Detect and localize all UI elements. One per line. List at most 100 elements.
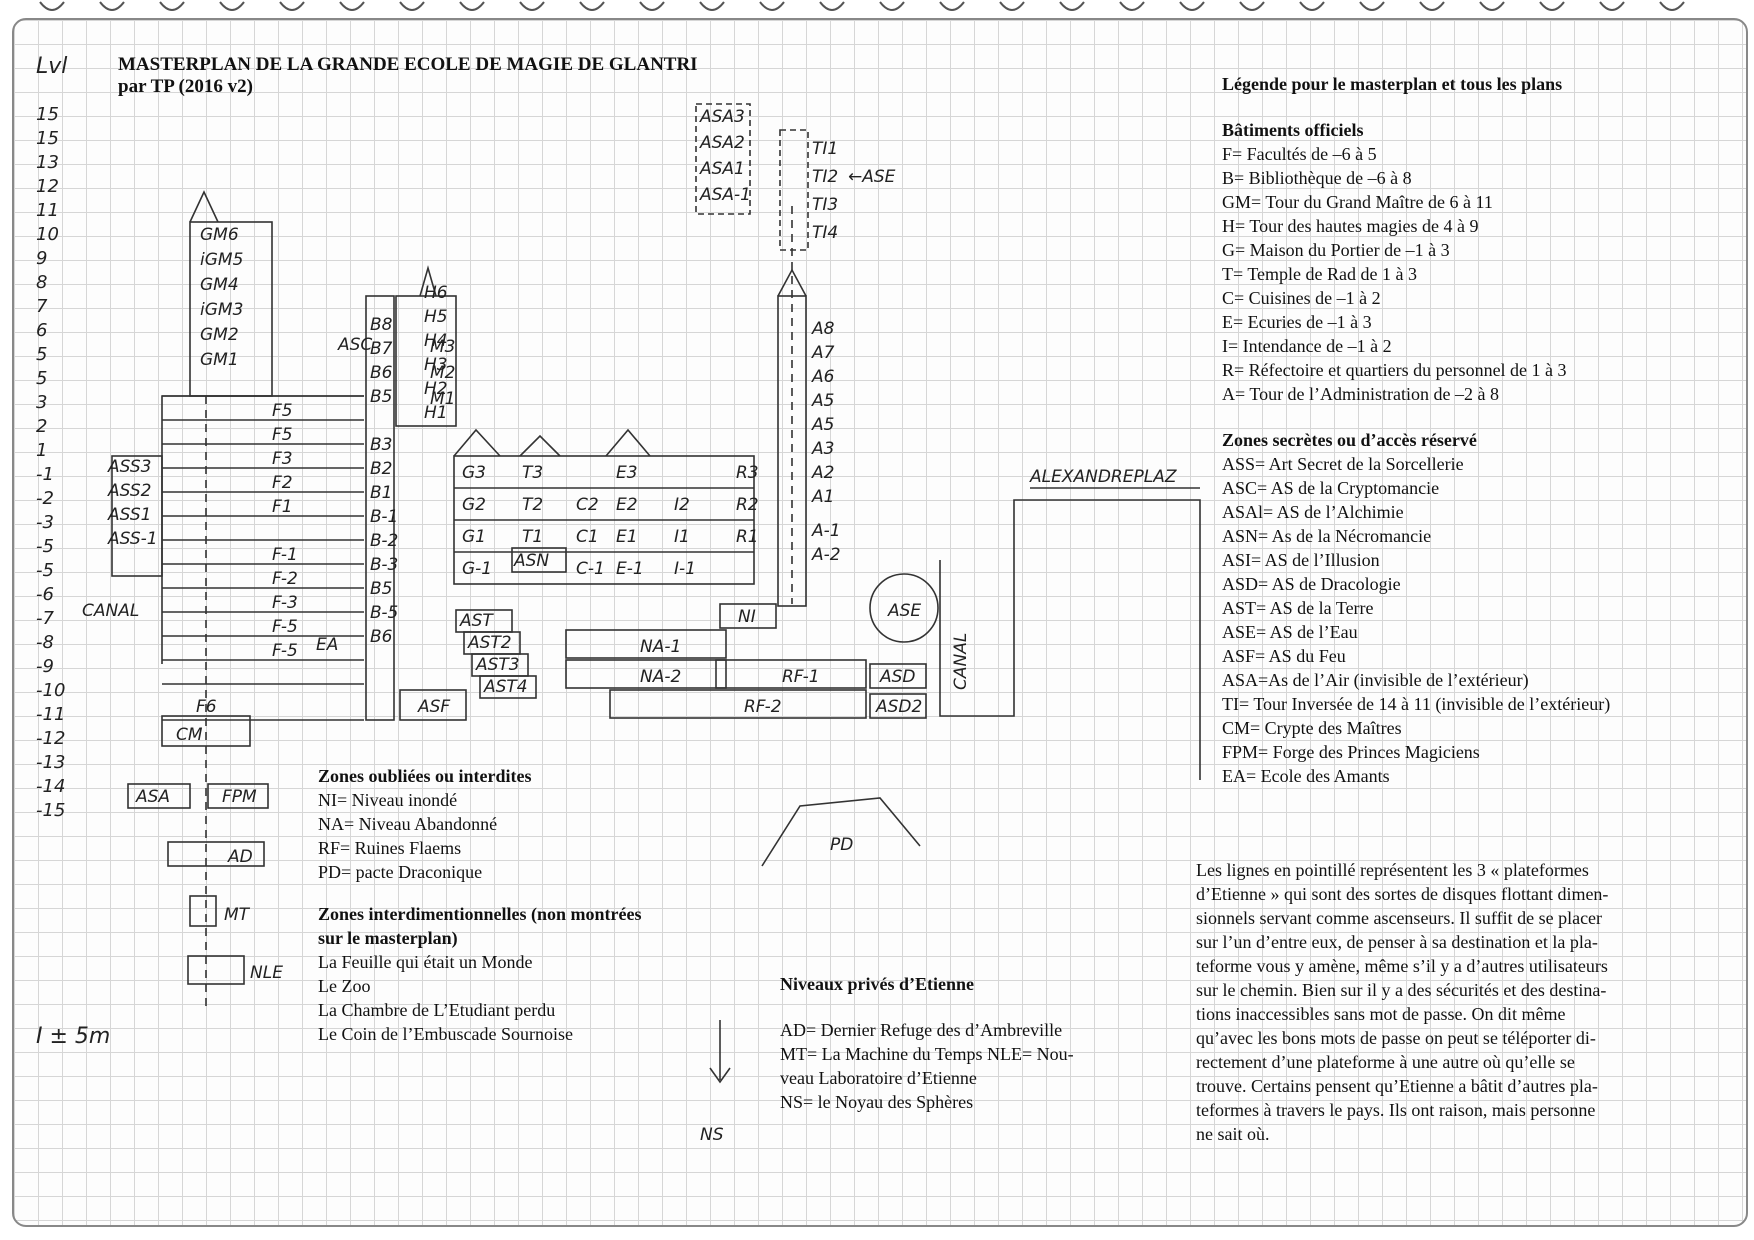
level-label: -14 bbox=[36, 776, 66, 797]
faculty-label: F-2 bbox=[272, 569, 298, 589]
ase-arrow-label: ←ASE bbox=[848, 167, 896, 187]
legend: Légende pour le masterplan et tous les p… bbox=[1222, 72, 1610, 788]
level-label: -3 bbox=[36, 512, 54, 533]
rf-1-block bbox=[715, 659, 867, 689]
admin-label: A5 bbox=[811, 415, 834, 435]
library-label: B5 bbox=[370, 387, 392, 407]
asd-label: ASD bbox=[879, 667, 916, 687]
ass-block bbox=[111, 455, 163, 577]
scale-note: I ± 5m bbox=[36, 1024, 111, 1049]
admin-label: A-2 bbox=[811, 545, 841, 565]
na-label: NA-1 bbox=[640, 637, 681, 657]
nle-block bbox=[187, 955, 245, 985]
level-label: 15 bbox=[36, 104, 59, 125]
ti-column bbox=[779, 129, 809, 251]
zones-oubliees-item: NI= Niveau inondé bbox=[318, 790, 458, 810]
level-label: -11 bbox=[36, 704, 66, 725]
high-magic-label: H3 bbox=[424, 355, 448, 375]
asa-top-label: ASA1 bbox=[699, 159, 745, 179]
level-label: -5 bbox=[36, 536, 54, 557]
paragraph-line: Les lignes en pointillé représentent les… bbox=[1196, 860, 1589, 880]
official-item: A= Tour de l’Administration de –2 à 8 bbox=[1222, 384, 1500, 404]
level-label: -9 bbox=[36, 656, 54, 677]
high-magic-label: H2 bbox=[424, 379, 448, 399]
library-label: B-2 bbox=[370, 531, 398, 551]
admin-label: A7 bbox=[811, 343, 835, 363]
asa-top-label: ASA-1 bbox=[699, 185, 751, 205]
r-label: R2 bbox=[736, 495, 759, 515]
level-label: 7 bbox=[36, 296, 48, 317]
fpm-label: FPM bbox=[222, 787, 257, 807]
zones-inter-item: Le Zoo bbox=[318, 976, 371, 996]
r-label: R3 bbox=[736, 463, 759, 483]
gm-label: iGM5 bbox=[200, 250, 243, 270]
i-label: I2 bbox=[674, 495, 690, 515]
ast-block bbox=[479, 675, 537, 699]
official-item: G= Maison du Portier de –1 à 3 bbox=[1222, 240, 1450, 260]
e-label: E-1 bbox=[616, 559, 644, 579]
asa-low-label: ASA bbox=[135, 787, 170, 807]
faculty-label: F1 bbox=[272, 497, 293, 517]
paragraph-line: sur l’un d’entre eux, de penser à sa des… bbox=[1196, 932, 1598, 952]
canal-left-label: CANAL bbox=[82, 601, 139, 621]
faculty-label: F-5 bbox=[272, 617, 298, 637]
ast-label: AST3 bbox=[475, 655, 520, 675]
pd-outline bbox=[761, 797, 921, 867]
gm-label: GM1 bbox=[200, 350, 239, 370]
level-label: 13 bbox=[36, 152, 59, 173]
crypt-label: CM bbox=[176, 725, 203, 745]
ni-block bbox=[719, 603, 777, 629]
i-label: I-1 bbox=[674, 559, 696, 579]
level-label: 3 bbox=[36, 392, 48, 413]
secret-item: ASA=As de l’Air (invisible de l’extérieu… bbox=[1222, 670, 1529, 690]
gm-label: GM6 bbox=[200, 225, 239, 245]
library-column bbox=[365, 295, 395, 721]
i-label: I1 bbox=[674, 527, 690, 547]
level-label: 15 bbox=[36, 128, 59, 149]
asf-label: ASF bbox=[417, 697, 450, 717]
high-magic-label: H5 bbox=[424, 307, 448, 327]
zones-inter-item: La Chambre de L’Etudiant perdu bbox=[318, 1000, 556, 1020]
gm-label: iGM3 bbox=[200, 300, 243, 320]
niveaux-prives-item: MT= La Machine du Temps NLE= Nou- bbox=[780, 1044, 1074, 1064]
hm-spire bbox=[419, 265, 437, 297]
alexandreplatz-label: ALEXANDREPLAZ bbox=[1029, 467, 1177, 487]
mt-block bbox=[189, 895, 217, 927]
gm-spire bbox=[189, 190, 219, 223]
na-1-block bbox=[565, 629, 727, 659]
t-roof bbox=[519, 434, 561, 457]
niveaux-prives-heading: Niveaux privés d’Etienne bbox=[780, 974, 975, 994]
secret-item: ASD= AS de Dracologie bbox=[1222, 574, 1401, 594]
ea-label: EA bbox=[316, 635, 338, 655]
official-item: R= Réfectoire et quartiers du personnel … bbox=[1222, 360, 1567, 380]
level-label: -13 bbox=[36, 752, 66, 773]
level-header: Lvl bbox=[36, 54, 68, 79]
admin-label: A1 bbox=[811, 487, 834, 507]
secret-item: AST= AS de la Terre bbox=[1222, 598, 1374, 618]
na-2-block bbox=[565, 659, 727, 689]
paragraph-line: teformes à travers le pays. Ils ont rais… bbox=[1196, 1100, 1596, 1120]
zones-oubliees-item: RF= Ruines Flaems bbox=[318, 838, 462, 858]
level-label: 5 bbox=[36, 368, 48, 389]
legend-heading: Légende pour le masterplan et tous les p… bbox=[1222, 74, 1563, 94]
secret-item: CM= Crypte des Maîtres bbox=[1222, 718, 1402, 738]
zones-oubliees: Zones oubliées ou interdites NI= Niveau … bbox=[318, 764, 642, 1046]
high-magic-label: H1 bbox=[424, 403, 448, 423]
secret-item: ASC= AS de la Cryptomancie bbox=[1222, 478, 1440, 498]
official-item: B= Bibliothèque de –6 à 8 bbox=[1222, 168, 1412, 188]
paragraph-line: sur le chemin. Bien sur il y a des sécur… bbox=[1196, 980, 1607, 1000]
admin-label: A3 bbox=[811, 439, 834, 459]
high-magic-label: H6 bbox=[424, 283, 448, 303]
library-label: B-1 bbox=[370, 507, 398, 527]
ass-label: ASS-1 bbox=[107, 529, 158, 549]
secret-item: FPM= Forge des Princes Magiciens bbox=[1222, 742, 1480, 762]
asa-top-label: ASA3 bbox=[699, 107, 745, 127]
asc-label: ASC bbox=[337, 335, 372, 355]
niveaux-prives-item: veau Laboratoire d’Etienne bbox=[780, 1068, 977, 1088]
ti-label: TI2 bbox=[812, 167, 838, 187]
t-label: T1 bbox=[522, 527, 543, 547]
secret-item: ASE= AS de l’Eau bbox=[1222, 622, 1358, 642]
official-item: I= Intendance de –1 à 2 bbox=[1222, 336, 1392, 356]
level-label: -15 bbox=[36, 800, 66, 821]
r-label: R1 bbox=[736, 527, 759, 547]
